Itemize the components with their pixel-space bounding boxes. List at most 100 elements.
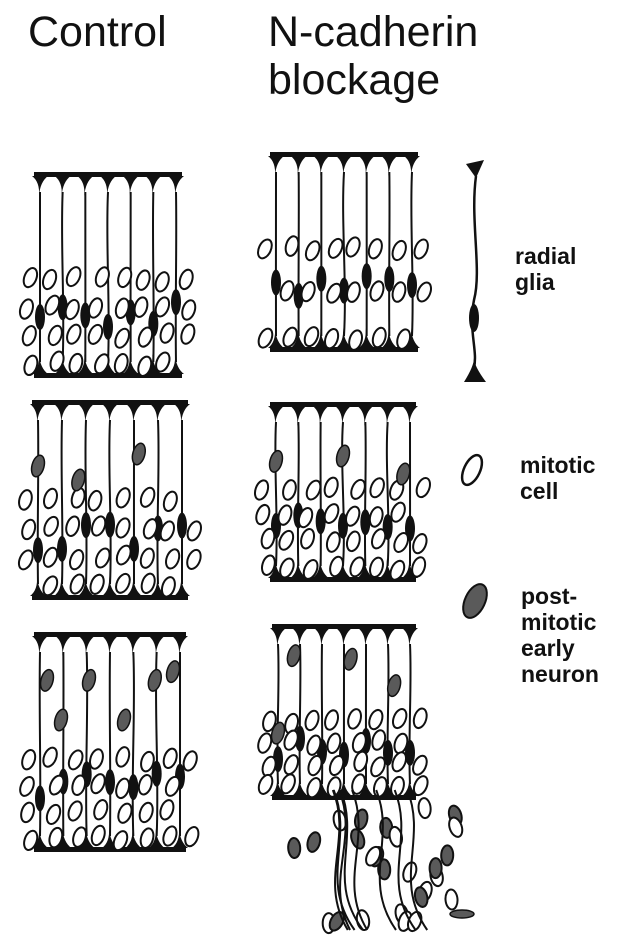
postmitotic-neuron <box>288 838 301 859</box>
postmitotic-neuron <box>29 454 46 478</box>
mitotic-cell <box>392 531 411 554</box>
mitotic-cell <box>21 266 40 289</box>
mitotic-cell <box>389 501 408 524</box>
dispersed-cells <box>288 790 474 933</box>
mitotic-cell <box>158 322 176 345</box>
glia-fiber <box>300 644 301 784</box>
postmitotic-neuron <box>429 858 441 878</box>
glia-fiber <box>133 652 134 836</box>
postmitotic-neuron <box>450 910 474 918</box>
legend-label-radial-glia: radial glia <box>515 243 576 295</box>
mitotic-cell <box>324 282 343 305</box>
mitotic-cell <box>367 708 385 731</box>
mitotic-cell <box>185 548 204 571</box>
mitotic-cell <box>279 772 298 795</box>
postmitotic-neuron <box>267 449 284 473</box>
mitotic-cell <box>325 531 342 554</box>
mitotic-cell <box>64 515 81 538</box>
mitotic-cell <box>177 268 195 291</box>
mitotic-cell <box>44 803 62 826</box>
mitotic-cell <box>137 773 154 796</box>
mitotic-cell <box>322 476 340 499</box>
mitotic-cell <box>153 295 172 318</box>
mitotic-cell <box>114 746 131 769</box>
mitotic-cell <box>415 280 434 303</box>
mitotic-cell <box>88 573 106 596</box>
mitotic-cell <box>41 746 60 769</box>
panel-blockage-2 <box>253 402 433 582</box>
mitotic-cell <box>281 479 298 502</box>
glia-fiber <box>342 422 344 566</box>
postmitotic-neuron <box>334 444 351 468</box>
mitotic-cell <box>255 237 274 260</box>
mitotic-cell <box>19 801 36 824</box>
mitotic-cell <box>114 516 132 539</box>
glia-soma <box>316 266 326 292</box>
glia-fiber <box>472 176 477 368</box>
mitotic-cell <box>179 323 197 346</box>
glia-fiber <box>365 422 366 566</box>
mitotic-cell <box>368 506 385 529</box>
mitotic-cell <box>113 572 132 595</box>
mitotic-cell <box>88 748 105 771</box>
mitotic-cell <box>113 327 132 350</box>
mitotic-cell <box>410 556 428 579</box>
mitotic-cell <box>401 861 419 884</box>
legend-postmitotic-icon <box>458 580 491 621</box>
glia-soma <box>105 769 115 795</box>
mitotic-cell <box>253 479 271 502</box>
glia-soma <box>360 509 370 535</box>
mitotic-cell <box>64 323 83 346</box>
legend-label-postmitotic-neuron: post- mitotic early neuron <box>521 583 599 687</box>
mitotic-cell <box>137 801 155 824</box>
postmitotic-neuron <box>146 668 163 692</box>
panel-control-2 <box>16 400 203 600</box>
mitotic-cell <box>322 502 341 525</box>
mitotic-cell <box>114 543 133 566</box>
mitotic-cell <box>345 530 362 553</box>
legend-label-mitotic-cell: mitotic cell <box>520 452 595 504</box>
glia-soma <box>316 508 326 534</box>
glia-soma <box>384 266 394 292</box>
mitotic-cell <box>183 825 201 848</box>
mitotic-cell <box>282 753 301 776</box>
glia-soma <box>177 513 187 539</box>
mitotic-cell <box>138 486 157 509</box>
mitotic-cell <box>20 324 38 347</box>
mitotic-cell <box>68 548 86 571</box>
mitotic-cell <box>366 237 384 260</box>
panel-control-1 <box>18 172 198 378</box>
mitotic-cell <box>411 774 430 797</box>
mitotic-cell <box>161 747 179 770</box>
mitotic-cell <box>93 546 112 569</box>
mitotic-cell <box>42 487 60 510</box>
mitotic-cell <box>343 505 361 528</box>
mitotic-cell <box>86 489 103 512</box>
mitotic-cell <box>41 268 59 291</box>
mitotic-cell <box>153 270 171 293</box>
mitotic-cell <box>412 707 429 730</box>
mitotic-cell <box>344 235 362 258</box>
mitotic-cell <box>134 269 152 292</box>
glia-soma <box>407 272 417 298</box>
mitotic-cell <box>20 748 38 771</box>
postmitotic-neuron <box>305 831 322 853</box>
mitotic-cell <box>136 326 154 349</box>
mitotic-cell <box>303 239 322 262</box>
mitotic-cell <box>158 798 176 821</box>
postmitotic-neuron <box>353 808 369 830</box>
postmitotic-neuron <box>130 442 147 466</box>
mitotic-cell <box>162 490 180 513</box>
mitotic-cell <box>160 576 177 599</box>
panel-blockage-3 <box>256 624 430 800</box>
glia-fiber <box>85 420 86 584</box>
mitotic-cell <box>42 515 61 538</box>
glia-soma <box>271 269 281 295</box>
mitotic-cell <box>153 351 172 374</box>
mitotic-cell <box>418 798 432 819</box>
mitotic-cell <box>256 773 275 796</box>
mitotic-cell <box>412 237 431 260</box>
mitotic-cell <box>299 527 316 550</box>
mitotic-cell <box>303 709 321 732</box>
